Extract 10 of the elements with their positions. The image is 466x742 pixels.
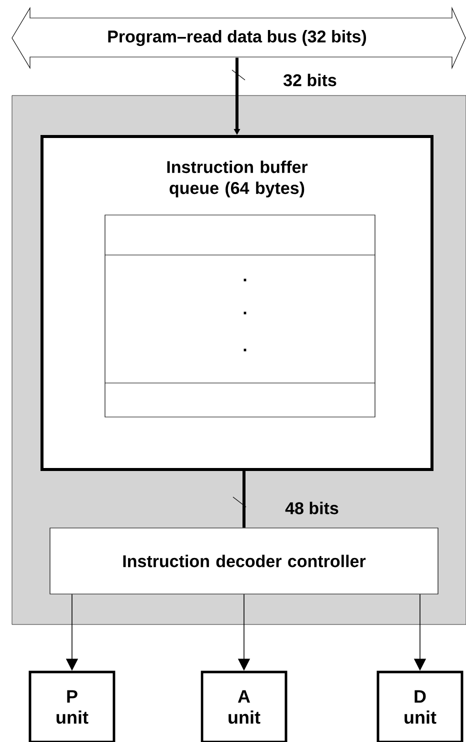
ellipsis-dot: . — [244, 348, 246, 352]
unit-box: P unit — [28, 670, 116, 742]
ellipsis-dot: . — [244, 312, 246, 314]
edge-label: 48 bits — [285, 502, 338, 514]
ellipsis-dot: . — [244, 278, 246, 282]
decoder-box: Instruction decoder controller — [50, 528, 438, 594]
unit-box: A unit — [200, 670, 288, 742]
queue-table — [104, 214, 376, 418]
edge-label: 32 bits — [283, 74, 336, 86]
unit-box: D unit — [376, 670, 464, 742]
